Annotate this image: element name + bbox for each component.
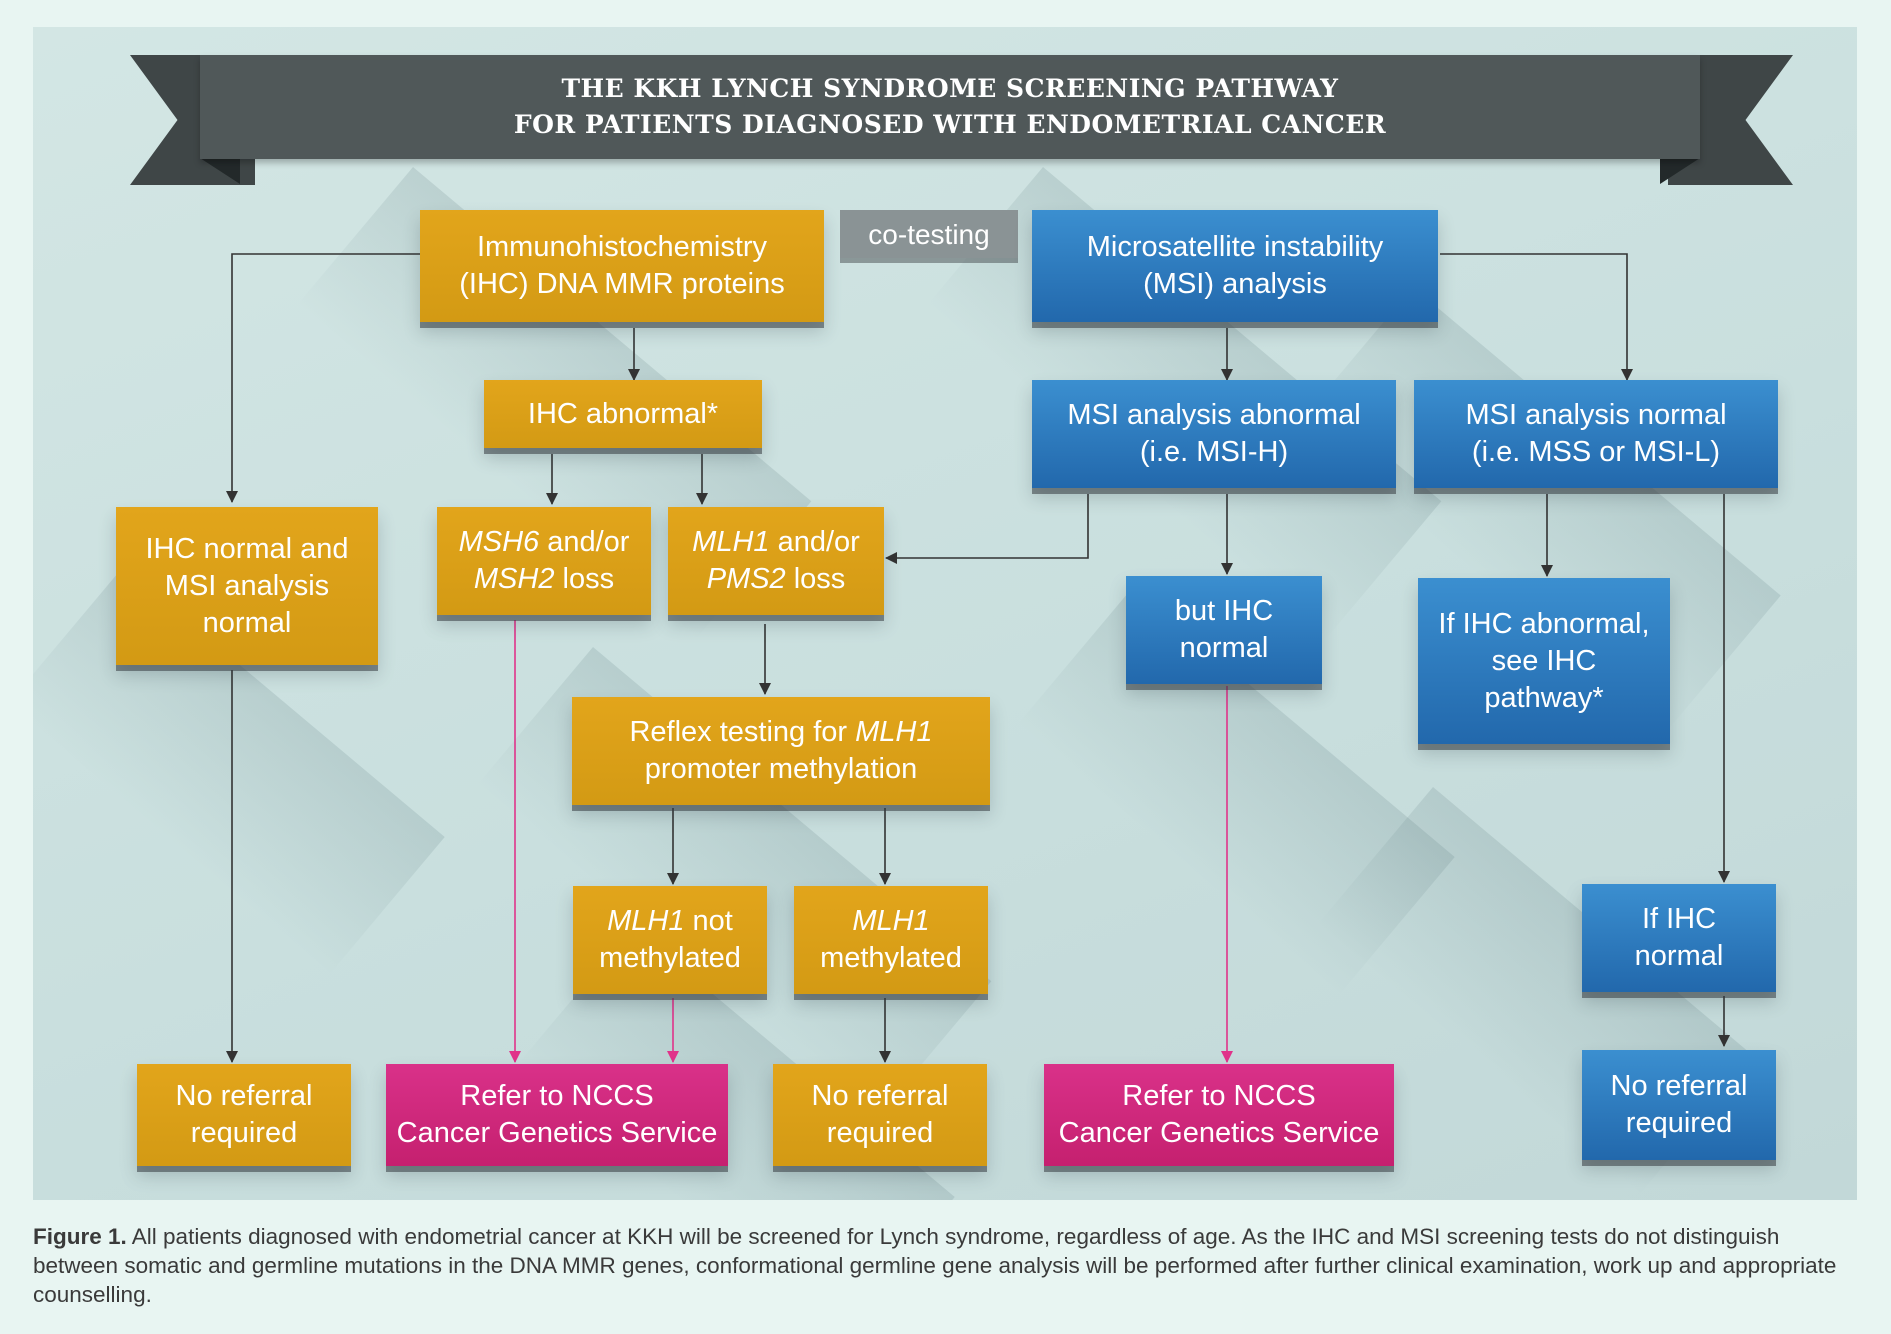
msh6-line2: MSH2 loss [474, 561, 614, 598]
ihc-abnormal-text: IHC abnormal* [527, 397, 719, 430]
mlh1-line2: PMS2 loss [707, 561, 846, 598]
msi-normal-line2: (i.e. MSS or MSI-L) [1471, 436, 1721, 468]
ihc-abnormal-node: IHC abnormal* [484, 380, 762, 448]
msh6-msh2-loss-node: MSH6 and/or MSH2 loss [437, 507, 651, 615]
ihc-normal-msi-normal-node: IHC normal and MSI analysis normal [116, 507, 378, 665]
title-line-2: FOR PATIENTS DIAGNOSED WITH ENDOMETRIAL … [513, 110, 1387, 139]
not-meth-not: not [684, 905, 733, 937]
msi-normal-line1: MSI analysis normal [1465, 399, 1727, 431]
reflex-text: Reflex testing for [629, 716, 856, 748]
if-ihc-abn-line3: pathway* [1484, 681, 1604, 714]
noref1-line1: No referral [175, 1080, 313, 1112]
msi-node-line1: Microsatellite instability [1086, 231, 1384, 263]
mlh1-methylated-node: MLH1 methylated [794, 886, 988, 994]
noref3-line2: required [1625, 1107, 1733, 1139]
noref2-line1: No referral [811, 1080, 949, 1112]
refer-nccs-node-1: Refer to NCCS Cancer Genetics Service [386, 1064, 728, 1166]
ihc-node-line2: (IHC) DNA MMR proteins [459, 268, 785, 300]
noref2-line2: required [826, 1117, 934, 1149]
figure-caption: Figure 1. All patients diagnosed with en… [33, 1222, 1863, 1309]
msi-abnormal-line2: (i.e. MSI-H) [1139, 436, 1289, 468]
msh2-gene: MSH2 [473, 563, 555, 595]
if-ihc-abn-line1: If IHC abnormal, [1438, 607, 1650, 640]
refer1-line2: Cancer Genetics Service [396, 1117, 718, 1149]
not-meth-gene: MLH1 [607, 905, 685, 937]
ihc-normal-line2: MSI analysis [164, 569, 330, 602]
no-referral-node-2: No referral required [773, 1064, 987, 1166]
mlh1-andor: and/or [769, 526, 860, 558]
co-testing-text: co-testing [868, 218, 990, 250]
refer2-line1: Refer to NCCS [1122, 1080, 1316, 1112]
ihc-normal-line3: normal [202, 606, 292, 639]
msh6-line1: MSH6 and/or [459, 524, 630, 561]
if-ihc-normal-node: If IHC normal [1582, 884, 1776, 992]
title-line-1: THE KKH LYNCH SYNDROME SCREENING PATHWAY [561, 74, 1339, 103]
refer2-line2: Cancer Genetics Service [1058, 1117, 1380, 1149]
msh6-andor: and/or [539, 526, 630, 558]
if-ihc-normal-line1: If IHC [1641, 903, 1717, 935]
no-referral-node-3: No referral required [1582, 1050, 1776, 1160]
msi-node: Microsatellite instability (MSI) analysi… [1032, 210, 1438, 322]
noref3-line1: No referral [1610, 1070, 1748, 1102]
ihc-normal-line1: IHC normal and [145, 532, 349, 565]
mlh1-gene: MLH1 [692, 526, 770, 558]
not-meth-line2: methylated [599, 942, 741, 974]
ihc-node-line1: Immunohistochemistry [476, 231, 768, 263]
msi-abnormal-node: MSI analysis abnormal (i.e. MSI-H) [1032, 380, 1396, 488]
mlh1-loss: loss [785, 563, 846, 595]
no-referral-node-1: No referral required [137, 1064, 351, 1166]
not-meth-line1: MLH1 not [607, 903, 733, 940]
mlh1-pms2-loss-node: MLH1 and/or PMS2 loss [668, 507, 884, 615]
msi-node-line2: (MSI) analysis [1143, 268, 1327, 300]
noref1-line2: required [190, 1117, 298, 1149]
title-banner: THE KKH LYNCH SYNDROME SCREENING PATHWAY… [200, 55, 1700, 159]
meth-gene: MLH1 [852, 905, 930, 937]
ihc-node: Immunohistochemistry (IHC) DNA MMR prote… [420, 210, 824, 322]
but-ihc-line2: normal [1179, 632, 1269, 664]
meth-line2: methylated [820, 942, 962, 974]
if-ihc-normal-line2: normal [1634, 940, 1724, 972]
but-ihc-normal-node: but IHC normal [1126, 576, 1322, 684]
pms2-gene: PMS2 [706, 563, 786, 595]
caption-label: Figure 1. [33, 1224, 127, 1249]
co-testing-label: co-testing [840, 210, 1018, 258]
reflex-gene: MLH1 [855, 716, 933, 748]
refer1-line1: Refer to NCCS [460, 1080, 654, 1112]
msi-abnormal-line1: MSI analysis abnormal [1067, 399, 1361, 431]
reflex-line1: Reflex testing for MLH1 [629, 714, 932, 751]
mlh1-not-methylated-node: MLH1 not methylated [573, 886, 767, 994]
msh6-gene: MSH6 [458, 526, 540, 558]
reflex-line2: promoter methylation [644, 753, 918, 785]
if-ihc-abnormal-node: If IHC abnormal, see IHC pathway* [1418, 578, 1670, 744]
mlh1-line1: MLH1 and/or [692, 524, 860, 561]
reflex-testing-node: Reflex testing for MLH1 promoter methyla… [572, 697, 990, 805]
caption-text: All patients diagnosed with endometrial … [33, 1224, 1837, 1307]
msi-normal-node: MSI analysis normal (i.e. MSS or MSI-L) [1414, 380, 1778, 488]
if-ihc-abn-line2: see IHC [1491, 644, 1597, 677]
msh6-loss: loss [554, 563, 615, 595]
but-ihc-line1: but IHC [1174, 595, 1274, 627]
refer-nccs-node-2: Refer to NCCS Cancer Genetics Service [1044, 1064, 1394, 1166]
